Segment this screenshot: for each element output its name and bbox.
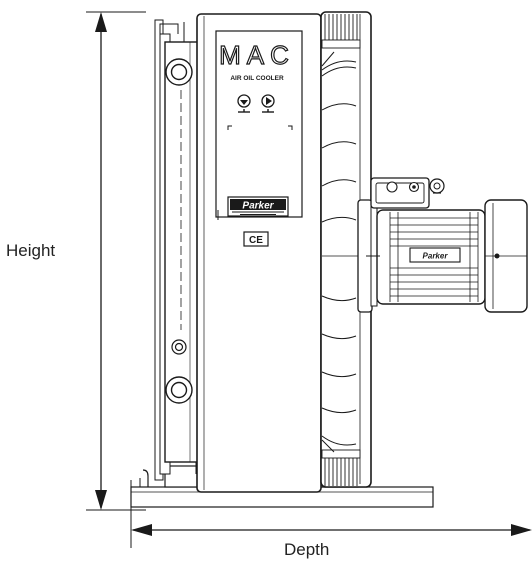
ce-mark-text: CE [249,235,263,246]
drain-port [171,339,187,355]
brand-text: MAC [219,40,295,70]
label-panel [215,30,303,220]
guard-bottom-bars [324,458,358,486]
depth-dimension-label: Depth [284,540,330,559]
electric-motor [357,177,528,313]
oil-inlet-symbol-icon [237,94,251,113]
ce-mark-icon: CE [243,231,269,247]
radiator-core [154,19,199,481]
guard-top-bars [324,14,358,40]
motor-cooling-fins [389,212,479,302]
height-dimension-label: Height [6,241,56,260]
lower-oil-port [165,376,193,404]
parker-logo-text: Parker [242,201,274,212]
motor-badge-text: Parker [423,252,449,261]
product-text: AIR OIL COOLER [230,75,284,82]
height-dimension [86,11,146,511]
oil-outlet-symbol-icon [261,94,275,113]
parker-logo-icon: Parker [227,196,289,217]
motor-badge: Parker [409,247,461,263]
fan-blades [321,60,357,446]
upper-oil-port [165,58,193,86]
